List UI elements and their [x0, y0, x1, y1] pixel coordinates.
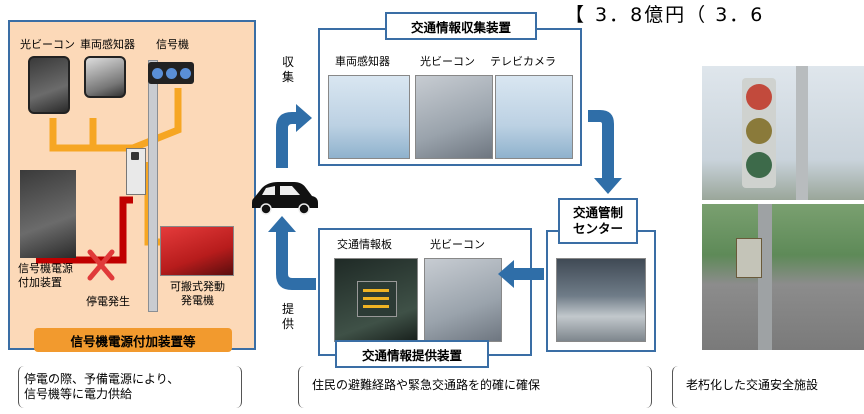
label-signal-power-unit-text: 信号機電源 付加装置: [18, 262, 73, 289]
collection-tv-camera-photo: [495, 75, 573, 159]
provision-label-info-board: 交通情報板: [337, 238, 392, 251]
label-light-beacon: 光ビーコン: [20, 38, 75, 51]
provision-title: 交通情報提供装置: [335, 340, 489, 368]
signal-power-banner-text: 信号機電源付加装置等: [70, 333, 196, 349]
collection-label-light-beacon: 光ビーコン: [420, 55, 475, 68]
collection-vehicle-detector-photo: [328, 75, 410, 159]
aging-signal-red-lamp: [746, 84, 772, 110]
middle-caption-bracket: [298, 366, 652, 408]
portable-generator-photo: [160, 226, 234, 276]
aging-signal-yellow-lamp: [746, 118, 772, 144]
control-center-photo: [556, 258, 646, 342]
signal-power-banner: 信号機電源付加装置等: [34, 328, 232, 352]
signal-power-unit-photo: [20, 170, 76, 258]
collection-side-label-text: 収 集: [282, 55, 295, 84]
vehicle-detector-photo: [84, 56, 126, 98]
left-caption: 停電の際、予備電源により、 信号機等に電力供給: [24, 372, 179, 402]
provision-info-board-photo: [334, 258, 418, 342]
middle-caption: 住民の避難経路や緊急交通路を的確に確保: [312, 378, 541, 392]
collection-label-vehicle-detector: 車両感知器: [335, 55, 390, 68]
label-portable-generator: 可搬式発動 発電機: [170, 280, 225, 308]
header-title-fragment: 3．8億円（ 3．6: [595, 4, 765, 26]
traffic-signal-icon: [148, 62, 194, 84]
left-caption-bracket: [18, 366, 242, 408]
light-beacon-photo: [28, 56, 70, 114]
right-caption: 老朽化した交通安全施設: [686, 378, 819, 392]
backup-power-line: [78, 196, 133, 264]
line-to-beacon: [49, 118, 133, 152]
provision-light-beacon-photo: [424, 258, 502, 342]
label-vehicle-detector: 車両感知器: [80, 38, 135, 51]
to-center-arrow-icon: [588, 110, 622, 194]
aging-signal-green-lamp: [746, 152, 772, 178]
collection-light-beacon-photo: [415, 75, 493, 159]
signal-pole: [148, 60, 158, 312]
collect-arrow-icon: [276, 104, 312, 168]
control-center-title: 交通管制 センター: [558, 198, 638, 244]
power-outage-x-icon: [87, 249, 115, 281]
label-signal-power-unit: 信号機電源 付加装置: [18, 262, 73, 290]
label-signal: 信号機: [156, 38, 189, 51]
provision-side-label-text: 提 供: [282, 302, 295, 331]
right-caption-bracket: [672, 366, 864, 408]
aging-signal-photo: [702, 66, 864, 200]
provide-arrow-icon: [268, 216, 316, 290]
car-icon: [252, 182, 318, 215]
to-provision-arrow-icon: [498, 260, 544, 288]
collection-title: 交通情報収集装置: [385, 12, 537, 40]
collection-label-tv-camera: テレビカメラ: [490, 55, 556, 68]
collection-side-label: 収 集: [282, 55, 294, 85]
label-power-outage: 停電発生: [86, 295, 130, 308]
provision-label-light-beacon: 光ビーコン: [430, 238, 485, 251]
aging-controller-photo: [702, 204, 864, 350]
line-to-signal: [126, 88, 182, 154]
header-bracket: 【: [565, 4, 585, 26]
label-portable-generator-text: 可搬式発動 発電機: [170, 280, 225, 307]
control-center-title-text: 交通管制 センター: [572, 205, 623, 236]
left-caption-text: 停電の際、予備電源により、 信号機等に電力供給: [24, 372, 180, 401]
provision-side-label: 提 供: [282, 302, 294, 332]
